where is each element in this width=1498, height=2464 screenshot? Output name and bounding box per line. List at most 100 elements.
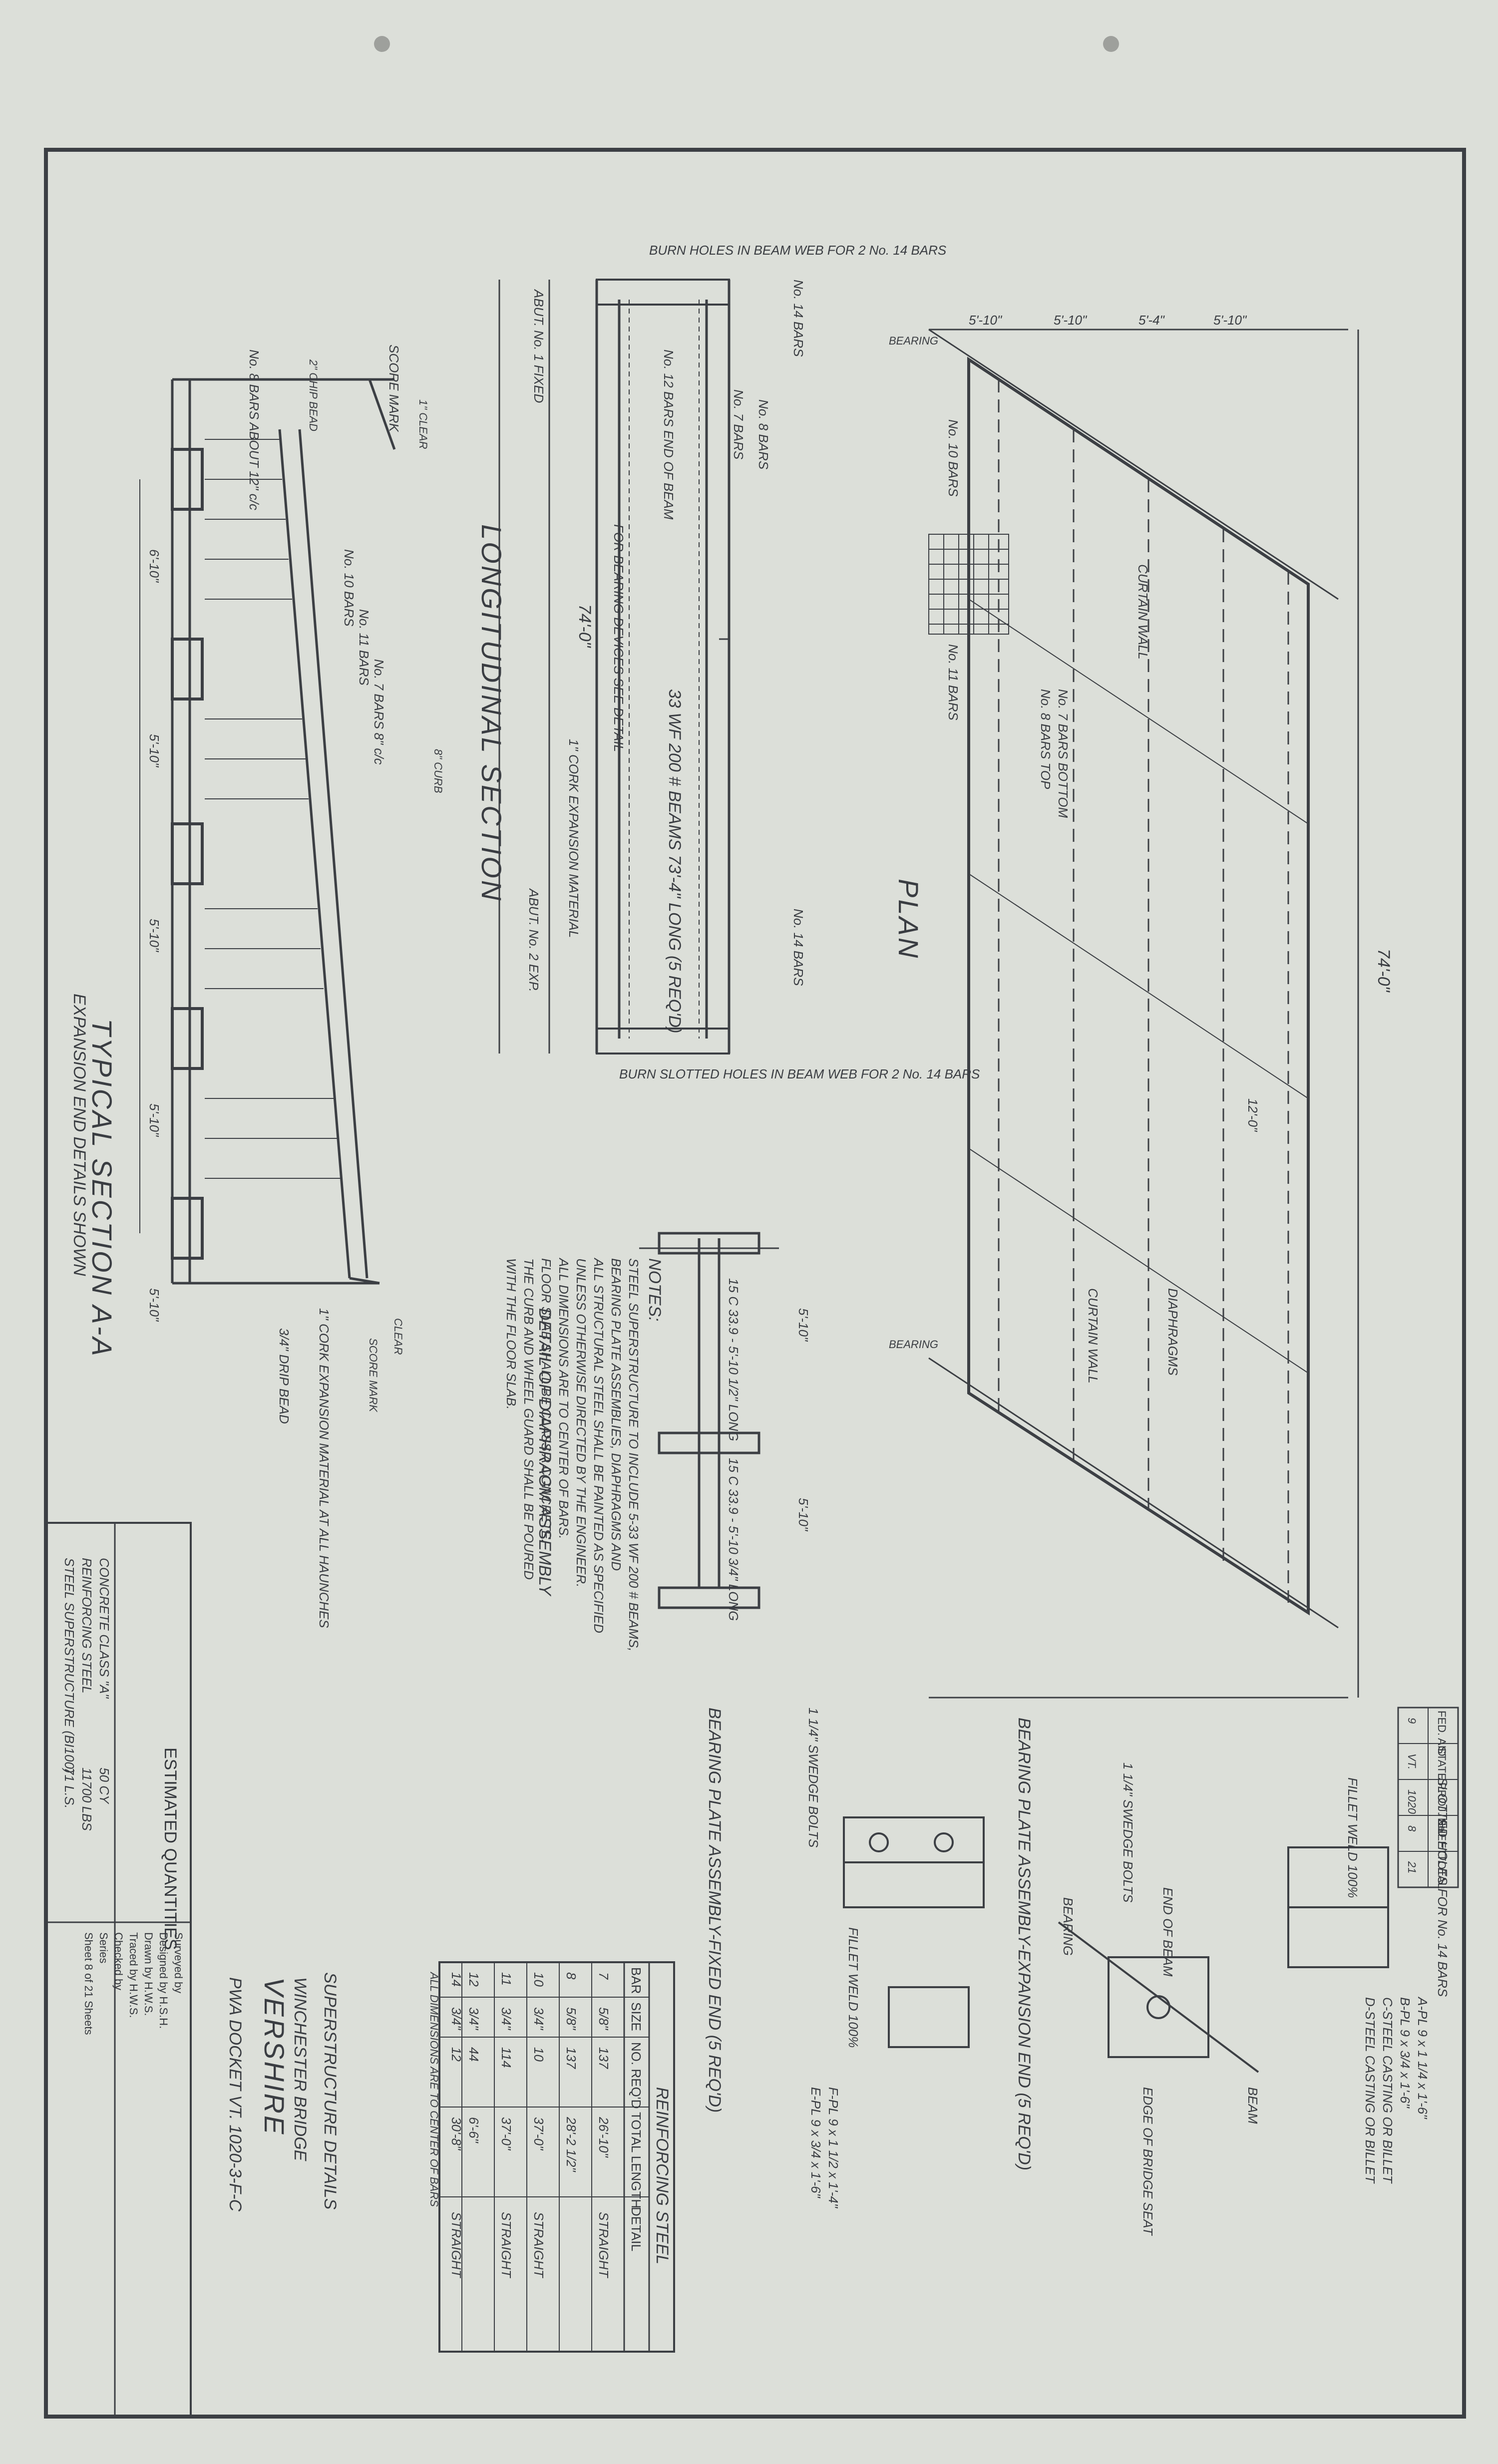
plan-diaphragm-lines xyxy=(968,599,1309,1374)
svg-text:1 1/4" SWEDGE BOLTS: 1 1/4" SWEDGE BOLTS xyxy=(806,1708,821,1848)
svg-text:STRAIGHT: STRAIGHT xyxy=(449,2212,464,2279)
svg-text:12: 12 xyxy=(466,1972,481,1987)
diaphragm-title: DETAIL OF DIAPHRAGM ASSEMBLY xyxy=(535,1308,554,1597)
svg-text:7: 7 xyxy=(596,1972,611,1980)
svg-text:5'-10": 5'-10" xyxy=(147,1103,162,1137)
svg-text:C-STEEL CASTING OR BILLET: C-STEEL CASTING OR BILLET xyxy=(1380,1997,1395,2184)
svg-text:No. 14 BARS: No. 14 BARS xyxy=(791,909,806,986)
svg-text:PWA DOCKET VT. 1020-3-F-C: PWA DOCKET VT. 1020-3-F-C xyxy=(226,1977,245,2212)
svg-text:10: 10 xyxy=(531,2047,546,2062)
svg-text:VT.: VT. xyxy=(1406,1754,1418,1769)
sheet-border xyxy=(44,148,1466,2419)
svg-text:WITH THE FLOOR SLAB.: WITH THE FLOOR SLAB. xyxy=(504,1258,519,1409)
svg-text:3/4": 3/4" xyxy=(499,2007,514,2031)
svg-text:6'-10": 6'-10" xyxy=(147,549,162,583)
svg-text:28'-2 1/2": 28'-2 1/2" xyxy=(564,2116,579,2172)
svg-text:CONCRETE CLASS "A": CONCRETE CLASS "A" xyxy=(97,1558,112,1699)
svg-text:PROJ. No.: PROJ. No. xyxy=(1436,1782,1448,1835)
svg-text:15 C 33.9 - 5'-10 1/2" LONG: 15 C 33.9 - 5'-10 1/2" LONG xyxy=(726,1278,741,1441)
svg-text:BURN SLOTTED HOLES IN BEAM WEB: BURN SLOTTED HOLES IN BEAM WEB FOR 2 No.… xyxy=(619,1066,980,1081)
svg-text:3/4": 3/4" xyxy=(466,2007,481,2031)
svg-text:No. 8 BARS ABOUT 12" c/c: No. 8 BARS ABOUT 12" c/c xyxy=(247,350,262,510)
svg-text:5'-10": 5'-10" xyxy=(969,313,1003,328)
svg-text:No. 7 BARS 8" c/c: No. 7 BARS 8" c/c xyxy=(372,659,386,765)
svg-text:5'-10": 5'-10" xyxy=(796,1308,811,1342)
svg-text:26'-10": 26'-10" xyxy=(596,2116,611,2158)
svg-text:Series: Series xyxy=(97,1932,110,1963)
svg-text:ALL STRUCTURAL STEEL SHALL BE: ALL STRUCTURAL STEEL SHALL BE PAINTED AS… xyxy=(591,1257,606,1633)
svg-text:5'-10": 5'-10" xyxy=(147,1288,162,1322)
plan-dimension-line xyxy=(929,329,1359,1699)
svg-text:DETAIL: DETAIL xyxy=(629,2207,644,2251)
svg-text:END OF BEAM: END OF BEAM xyxy=(1160,1887,1175,1977)
svg-text:No. 7 BARS: No. 7 BARS xyxy=(731,389,746,460)
svg-text:No. 8 BARS: No. 8 BARS xyxy=(756,399,771,470)
svg-text:SUPERSTRUCTURE DETAILS: SUPERSTRUCTURE DETAILS xyxy=(321,1972,340,2210)
title-block: SUPERSTRUCTURE DETAILS WINCHESTER BRIDGE… xyxy=(45,1921,340,2418)
svg-text:CURTAIN WALL: CURTAIN WALL xyxy=(1135,564,1150,660)
svg-text:No. 12 BARS END OF BEAM: No. 12 BARS END OF BEAM xyxy=(661,350,676,520)
svg-text:No. 11 BARS: No. 11 BARS xyxy=(946,644,961,720)
svg-text:74'-0": 74'-0" xyxy=(1374,949,1393,993)
svg-text:14: 14 xyxy=(449,1972,464,1987)
svg-text:UNLESS OTHERWISE DIRECTED BY T: UNLESS OTHERWISE DIRECTED BY THE ENGINEE… xyxy=(574,1258,589,1587)
svg-text:SCORE MARK: SCORE MARK xyxy=(367,1338,379,1412)
svg-text:FILLET WELD 100%: FILLET WELD 100% xyxy=(846,1927,861,2048)
svg-text:ALL DIMENSIONS ARE TO CENTER O: ALL DIMENSIONS ARE TO CENTER OF BARS. xyxy=(556,1257,571,1539)
svg-text:NO. REQ'D: NO. REQ'D xyxy=(629,2042,644,2109)
svg-text:30'-8": 30'-8" xyxy=(449,2117,464,2151)
svg-text:NOTES:: NOTES: xyxy=(645,1258,664,1322)
svg-text:REINFORCING STEEL: REINFORCING STEEL xyxy=(653,2087,672,2264)
svg-text:BEARING: BEARING xyxy=(1061,1897,1076,1956)
svg-text:BEAM: BEAM xyxy=(1245,2087,1260,2124)
svg-text:2" CHIP BEAD: 2" CHIP BEAD xyxy=(307,359,320,431)
svg-text:50 CY: 50 CY xyxy=(97,1767,112,1804)
typical-section-title: TYPICAL SECTION A-A xyxy=(86,1019,118,1358)
svg-text:THE CURB AND WHEEL GUARD SHALL: THE CURB AND WHEEL GUARD SHALL BE POURED xyxy=(521,1258,536,1580)
svg-text:12: 12 xyxy=(449,2047,464,2062)
svg-text:8: 8 xyxy=(564,1972,579,1980)
bearing-expansion-title: BEARING PLATE ASSEMBLY-EXPANSION END (5 … xyxy=(1015,1718,1034,2170)
svg-text:No. 7 BARS BOTTOM: No. 7 BARS BOTTOM xyxy=(1056,689,1071,818)
svg-text:STATE: STATE xyxy=(1436,1747,1448,1780)
svg-text:SCORE MARK: SCORE MARK xyxy=(386,345,401,432)
svg-text:ALL DIMENSIONS ARE TO CENTER O: ALL DIMENSIONS ARE TO CENTER OF BARS xyxy=(428,1971,440,2207)
svg-text:12'-0": 12'-0" xyxy=(1245,1098,1260,1132)
diaphragm-notes: 15 C 33.9 - 5'-10 1/2" LONG 15 C 33.9 - … xyxy=(726,1278,811,1621)
plan-rebar-mesh xyxy=(928,534,1009,635)
plan-outline xyxy=(928,329,1339,1629)
svg-text:A-PL 9 x 1 1/4 x 1'-6": A-PL 9 x 1 1/4 x 1'-6" xyxy=(1415,1996,1430,2119)
longitudinal-notes: BURN HOLES IN BEAM WEB FOR 2 No. 14 BARS… xyxy=(526,243,980,1081)
svg-text:SIZE: SIZE xyxy=(629,2002,644,2031)
svg-text:BEARING PLATE ASSEMBLIES, DIAP: BEARING PLATE ASSEMBLIES, DIAPHRAGMS AND xyxy=(609,1258,624,1571)
svg-text:37'-0": 37'-0" xyxy=(531,2117,546,2151)
svg-text:F-PL 9 x 1 1/2 x 1'-4": F-PL 9 x 1 1/2 x 1'-4" xyxy=(826,2087,841,2209)
plan-title: PLAN xyxy=(893,879,924,960)
svg-text:BEARING: BEARING xyxy=(889,1338,938,1351)
svg-text:5/8": 5/8" xyxy=(596,2007,611,2031)
svg-text:BEARING: BEARING xyxy=(889,335,938,347)
svg-text:FED. AID: FED. AID xyxy=(1436,1711,1448,1757)
diaphragm-drawing xyxy=(639,1232,779,1609)
svg-text:BURN HOLES IN BEAM WEB FOR 2 N: BURN HOLES IN BEAM WEB FOR 2 No. 14 BARS xyxy=(649,243,947,258)
punch-hole-right xyxy=(1103,36,1119,52)
svg-text:15 C 33.9 - 5'-10 3/4" LONG: 15 C 33.9 - 5'-10 3/4" LONG xyxy=(726,1458,741,1621)
typical-section-rebar xyxy=(139,439,341,1233)
svg-text:DIAPHRAGMS: DIAPHRAGMS xyxy=(1165,1288,1180,1376)
corner-table: FED. AID STATE PROJ. No. SHEET TOTAL 9 V… xyxy=(1397,1707,1459,1889)
svg-text:Traced by H.W.S.: Traced by H.W.S. xyxy=(127,1932,140,2018)
svg-text:8" CURB: 8" CURB xyxy=(432,749,444,793)
svg-text:ABUT. No. 2 EXP.: ABUT. No. 2 EXP. xyxy=(526,888,541,992)
svg-text:74'-0": 74'-0" xyxy=(575,604,594,649)
svg-text:5'-10": 5'-10" xyxy=(147,734,162,768)
svg-text:10: 10 xyxy=(531,1972,546,1987)
svg-text:B-PL 9 x 3/4 x 1'-6": B-PL 9 x 3/4 x 1'-6" xyxy=(1398,1997,1413,2109)
svg-text:44: 44 xyxy=(466,2047,481,2062)
svg-text:D-STEEL CASTING OR BILLET: D-STEEL CASTING OR BILLET xyxy=(1363,1997,1378,2184)
svg-text:FILLET WELD 100%: FILLET WELD 100% xyxy=(1345,1777,1360,1898)
typical-section-notes: SCORE MARK No. 8 BARS ABOUT 12" c/c 2" C… xyxy=(147,345,444,1628)
svg-text:No. 8 BARS TOP: No. 8 BARS TOP xyxy=(1038,689,1053,789)
svg-text:STRAIGHT: STRAIGHT xyxy=(596,2212,611,2279)
svg-text:BAR: BAR xyxy=(629,1967,644,1994)
